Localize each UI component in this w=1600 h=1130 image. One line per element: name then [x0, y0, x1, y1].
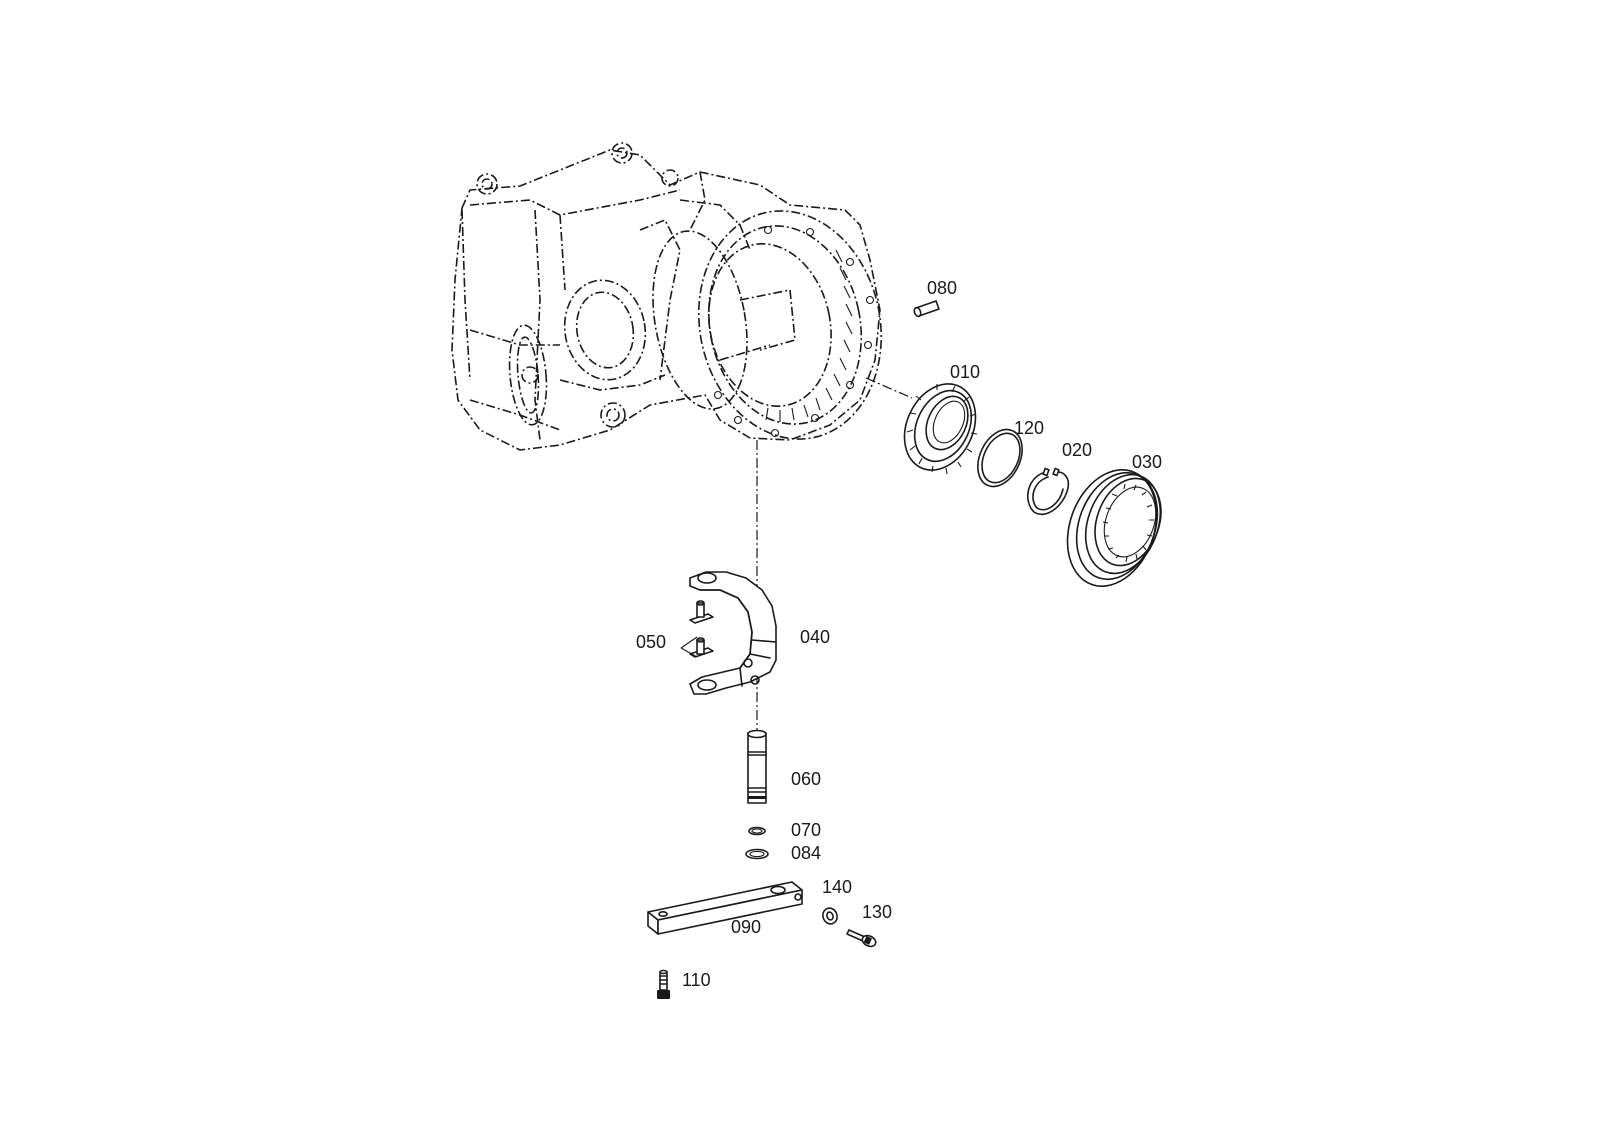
- part-020-snapring: [1026, 467, 1070, 515]
- callout-090: 090: [731, 917, 761, 937]
- part-050-pads: [689, 600, 714, 658]
- callout-030: 030: [1132, 452, 1162, 472]
- callout-060: 060: [791, 769, 821, 789]
- callout-020: 020: [1062, 440, 1092, 460]
- part-130-bolt: [846, 929, 877, 948]
- part-140-washer: [822, 907, 838, 925]
- part-084-washer: [745, 848, 769, 860]
- callout-120: 120: [1014, 418, 1044, 438]
- part-030-sleeve: [1066, 469, 1162, 587]
- callout-050: 050: [636, 632, 666, 652]
- callout-labels: 080 010 120 020 030 040 050 060 070 084 …: [636, 278, 1162, 990]
- callout-130: 130: [862, 902, 892, 922]
- callout-070: 070: [791, 820, 821, 840]
- part-040-shift-fork: [689, 571, 777, 695]
- assembly-centerlines: [756, 377, 913, 735]
- bearing-teeth: [906, 384, 978, 475]
- leader-lines: [680, 636, 698, 658]
- part-110-bolt: [657, 969, 670, 999]
- part-070-oring: [748, 826, 766, 836]
- flange-bolt-holes: [713, 225, 875, 438]
- callout-080: 080: [927, 278, 957, 298]
- sleeve-splines: [1102, 483, 1154, 563]
- callout-010: 010: [950, 362, 980, 382]
- part-060-shaft: [747, 729, 767, 804]
- gearbox-housing: [451, 142, 883, 451]
- part-120-oring: [977, 428, 1023, 488]
- callout-084: 084: [791, 843, 821, 863]
- part-010-bearing: [903, 383, 978, 475]
- part-090-lever: [647, 881, 803, 935]
- callout-110: 110: [682, 970, 711, 990]
- callout-140: 140: [822, 877, 852, 897]
- part-080-pin: [913, 300, 940, 318]
- housing-spline: [765, 249, 853, 422]
- callout-040: 040: [800, 627, 830, 647]
